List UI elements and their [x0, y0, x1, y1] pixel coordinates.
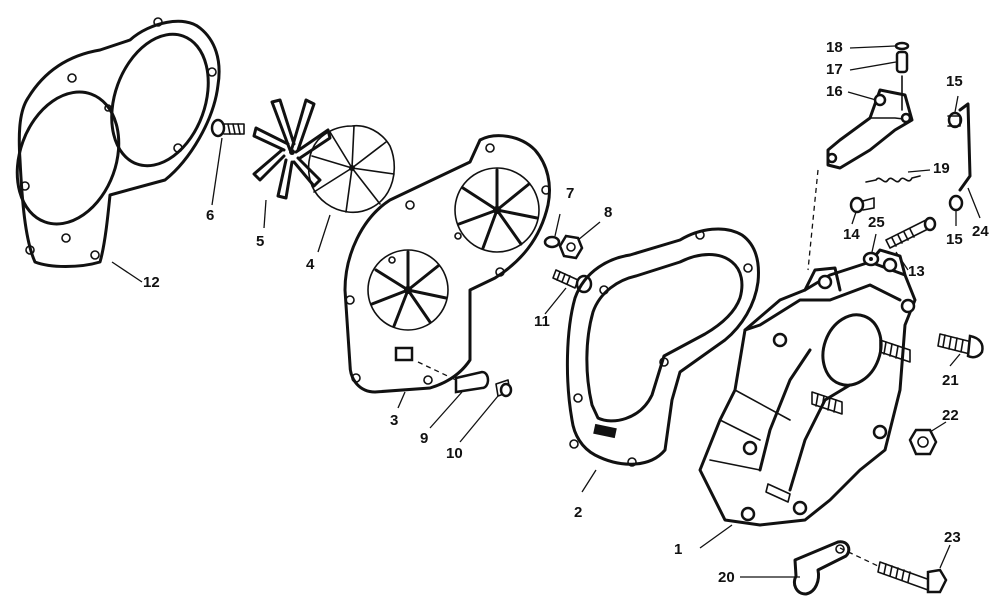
part-label-23: 23 [944, 529, 961, 546]
part-label-6: 6 [206, 207, 215, 224]
hex-nut-icon [908, 428, 938, 456]
lockwasher-icon [543, 235, 561, 249]
screw-icon [937, 333, 984, 359]
part-label-21: 21 [942, 372, 959, 389]
part-label-25: 25 [868, 214, 885, 231]
link-rod-icon [958, 102, 972, 192]
hex-bolt-icon [839, 547, 948, 594]
part-label-8: 8 [604, 204, 613, 221]
part-label-4: 4 [306, 256, 315, 273]
crankcase-gasket-icon [15, 17, 221, 268]
screw-icon [495, 379, 513, 398]
leaf-plate-icon [343, 134, 551, 394]
part-label-16: 16 [826, 83, 843, 100]
hex-nut-icon [558, 234, 584, 260]
reed-petal-icon [307, 124, 396, 214]
manifold-gasket-icon [565, 227, 760, 467]
bushing-icon [948, 194, 964, 212]
part-label-17: 17 [826, 61, 843, 78]
part-label-5: 5 [256, 233, 265, 250]
part-label-18: 18 [826, 39, 843, 56]
part-label-11: 11 [534, 313, 550, 330]
bushing-icon [947, 111, 963, 129]
bushing-icon [849, 196, 875, 214]
part-label-22: 22 [942, 407, 959, 424]
part-label-2: 2 [574, 504, 583, 521]
part-label-14: 14 [843, 226, 860, 243]
stud-icon [885, 216, 937, 249]
lever-bracket-icon [807, 88, 914, 271]
reed-stop-icon [252, 98, 332, 200]
part-label-19: 19 [933, 160, 950, 177]
dowel-pin-icon [417, 361, 490, 394]
clamp-icon [792, 540, 851, 596]
washer-icon [862, 251, 880, 267]
part-label-15b: 15 [946, 231, 963, 248]
retaining-ring-icon [894, 41, 910, 51]
shaft-bushing-icon [895, 50, 909, 111]
part-label-13: 13 [908, 263, 925, 280]
intake-manifold-housing-icon [698, 248, 917, 527]
screw-icon [210, 118, 245, 138]
spring-icon [865, 175, 921, 183]
part-label-1: 1 [674, 541, 683, 558]
part-label-12: 12 [143, 274, 160, 291]
part-label-15a: 15 [946, 73, 963, 90]
leader-lines [111, 45, 981, 578]
part-label-20: 20 [718, 569, 735, 586]
part-label-10: 10 [446, 445, 463, 462]
part-label-7: 7 [566, 185, 575, 202]
part-label-3: 3 [390, 412, 399, 429]
part-label-9: 9 [420, 430, 429, 447]
part-label-24: 24 [972, 223, 989, 240]
